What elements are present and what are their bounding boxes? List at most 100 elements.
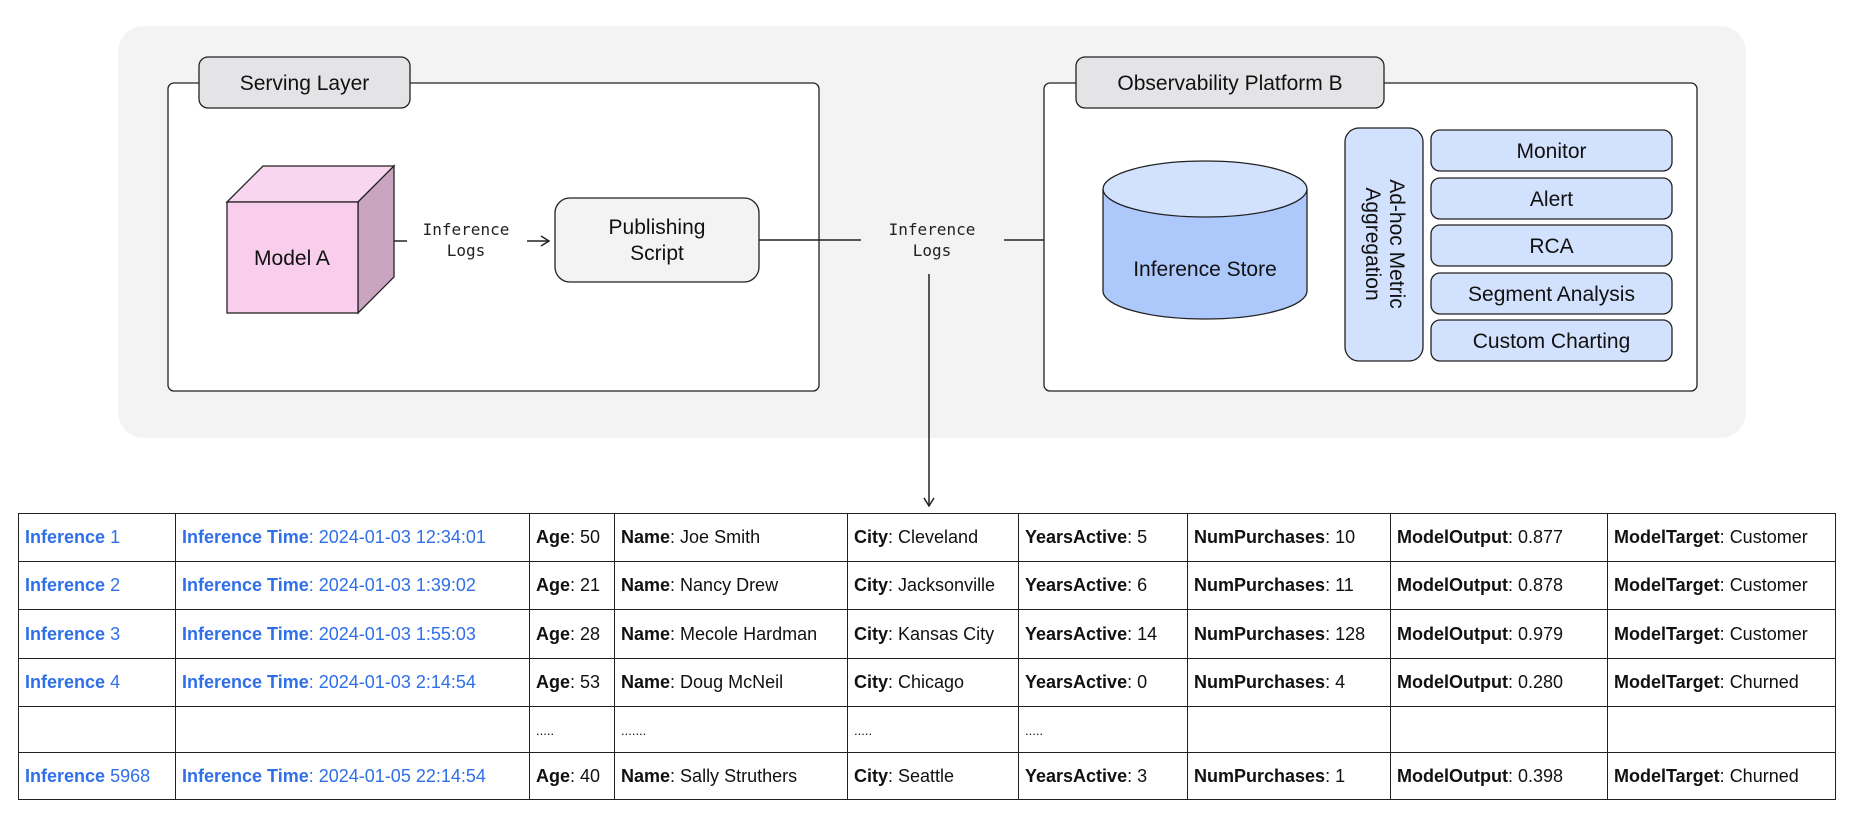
age-label: Age [536,672,571,692]
years-value: 3 [1137,765,1148,786]
age-value: 50 [580,527,601,547]
cell-purchases: NumPurchases: 128 [1187,609,1391,659]
table-row-ellipsis: ...................... [18,706,1836,753]
edge-label-2a: Inference [889,220,976,239]
time-label: Inference Time [182,765,309,786]
aggregation-line1: Ad-hoc Metric [1385,179,1408,309]
city-value: Jacksonville [898,575,996,595]
cell-target [1607,706,1836,753]
cell-years: ..... [1018,706,1188,753]
feature-rca-button[interactable]: RCA [1430,224,1673,267]
cell-output: ModelOutput: 0.398 [1390,752,1608,800]
cell-inference: Inference 1 [18,513,176,562]
cell-name: Name: Mecole Hardman [614,609,848,659]
city-label: City [854,575,889,595]
city-label: City [854,527,889,547]
feature-segment-analysis-button[interactable]: Segment Analysis [1430,272,1673,315]
database-cylinder-icon [1102,160,1308,320]
purchases-value: 128 [1335,623,1366,644]
platform-tab [1075,56,1385,109]
inference-value: 4 [110,672,121,692]
time-value: 2024-01-03 2:14:54 [318,672,476,692]
age-label: Age [536,527,571,547]
city-label: City [854,672,889,692]
target-label: ModelTarget [1614,575,1720,595]
age-label: Age [536,575,571,595]
serving-layer-tab [198,56,411,109]
output-label: ModelOutput [1397,623,1508,644]
years-value: 5 [1137,527,1148,547]
cell-purchases: NumPurchases: 4 [1187,658,1391,707]
inference-label: Inference [25,672,106,692]
output-label: ModelOutput [1397,765,1508,786]
time-label: Inference Time [182,527,309,547]
cell-years: YearsActive: 5 [1018,513,1188,562]
inference-label: Inference [25,623,106,644]
cell-age: Age: 53 [529,658,615,707]
name-value: Sally Struthers [680,765,798,786]
model-label: Model A [254,247,330,270]
purchases-value: 1 [1335,765,1346,786]
target-value: Customer [1729,575,1808,595]
table-row: Inference 4 Inference Time: 2024-01-03 2:… [18,658,1836,707]
purchases-label: NumPurchases [1194,672,1326,692]
serving-layer-box [167,82,820,392]
output-value: 0.398 [1518,765,1564,786]
cell-target: ModelTarget: Churned [1607,658,1836,707]
cell-city: City: Chicago [847,658,1019,707]
name-label: Name [621,527,671,547]
cell-inference: Inference 3 [18,609,176,659]
publishing-script-box [554,197,760,283]
time-value: 2024-01-03 1:55:03 [318,623,476,644]
purchases-label: NumPurchases [1194,765,1326,786]
cell-output: ModelOutput: 0.280 [1390,658,1608,707]
purchases-label: NumPurchases [1194,623,1326,644]
name-value: Nancy Drew [680,575,779,595]
city-value: Chicago [898,672,965,692]
feature-alert-button[interactable]: Alert [1430,177,1673,220]
purchases-label: NumPurchases [1194,575,1326,595]
inference-store-label: Inference Store [1133,258,1277,281]
time-label: Inference Time [182,623,309,644]
output-value: 0.280 [1518,672,1564,692]
output-value: 0.878 [1518,575,1564,595]
cell-time: Inference Time: 2024-01-03 2:14:54 [175,658,530,707]
cell-output: ModelOutput: 0.877 [1390,513,1608,562]
inference-label: Inference [25,765,106,786]
city-value: Seattle [898,765,955,786]
cell-time: Inference Time: 2024-01-03 12:34:01 [175,513,530,562]
svg-text:Custom Charting: Custom Charting [1473,330,1631,353]
cell-age: Age: 28 [529,609,615,659]
cell-output: ModelOutput: 0.878 [1390,561,1608,610]
model-cube-icon [225,164,396,315]
feature-custom-charting-button[interactable]: Custom Charting [1430,319,1673,362]
years-value: 0 [1137,672,1148,692]
city-value: ..... [854,723,873,738]
name-label: Name [621,575,671,595]
publisher-line2: Script [630,242,684,265]
age-value: 40 [580,765,601,786]
inference-label: Inference [25,575,106,595]
cell-city: City: Seattle [847,752,1019,800]
feature-monitor-button[interactable]: Monitor [1430,129,1673,172]
target-value: Customer [1729,623,1808,644]
cell-years: YearsActive: 6 [1018,561,1188,610]
cell-name: Name: Doug McNeil [614,658,848,707]
serving-layer-title: Serving Layer [240,72,370,95]
purchases-value: 4 [1335,672,1346,692]
aggregation-box [1344,127,1424,362]
cell-target: ModelTarget: Customer [1607,513,1836,562]
cell-city: City: Jacksonville [847,561,1019,610]
name-label: Name [621,765,671,786]
output-label: ModelOutput [1397,672,1508,692]
name-value: Joe Smith [680,527,761,547]
cell-output: ModelOutput: 0.979 [1390,609,1608,659]
svg-text:Segment Analysis: Segment Analysis [1468,283,1635,306]
inference-value: 1 [110,527,121,547]
target-label: ModelTarget [1614,623,1720,644]
svg-text:RCA: RCA [1529,235,1573,258]
svg-text:Monitor: Monitor [1516,140,1586,163]
